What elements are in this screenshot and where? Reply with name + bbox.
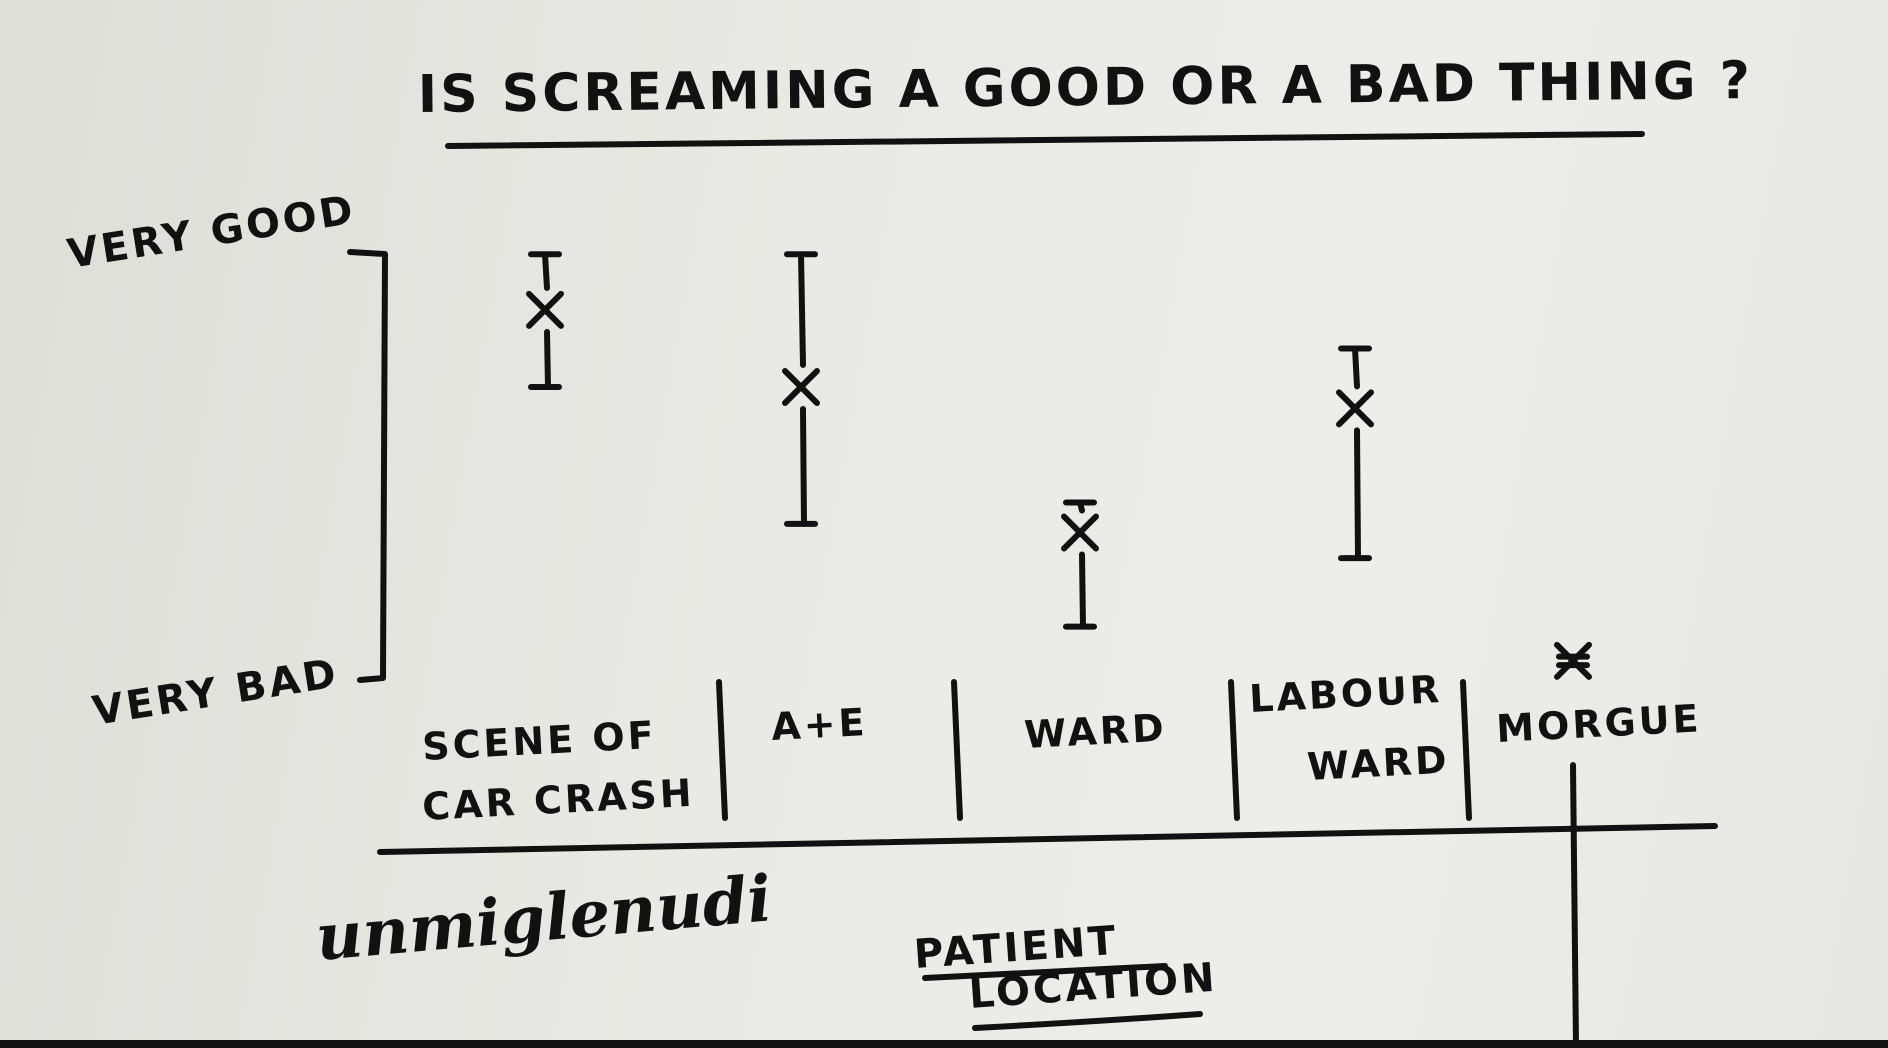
error-bar-0 xyxy=(526,251,564,390)
error-bar-lower-whisker xyxy=(800,405,807,527)
x-axis-label-underline-2 xyxy=(972,1011,1203,1031)
category-separators xyxy=(716,679,1472,821)
error-bar-3 xyxy=(1336,345,1374,562)
chart-title: IS SCREAMING A GOOD OR A BAD THING ? xyxy=(418,51,1754,125)
morgue-vertical-line xyxy=(1570,762,1579,1048)
x-axis-label-underline-1 xyxy=(922,963,1168,981)
y-axis-bracket xyxy=(347,249,388,683)
category-label: MORGUE xyxy=(1495,696,1702,751)
category-label: SCENE OF xyxy=(421,713,657,769)
bottom-edge xyxy=(0,1040,1888,1048)
title-underline xyxy=(445,131,1645,149)
mean-x-marker xyxy=(1554,641,1592,680)
error-bar-marks xyxy=(526,251,1592,680)
x-axis-label: PATIENT LOCATION xyxy=(912,918,1219,1031)
mean-x-marker xyxy=(782,367,820,406)
category-label: A+E xyxy=(770,700,868,749)
error-bar-upper-whisker xyxy=(798,251,806,368)
error-bar-2 xyxy=(1061,499,1099,630)
category-label: CAR CRASH xyxy=(421,771,695,829)
category-separator xyxy=(1228,679,1240,821)
error-bar-4 xyxy=(1554,641,1592,680)
category-label: WARD xyxy=(1306,738,1451,789)
error-bar-upper-whisker xyxy=(542,251,550,291)
category-separator xyxy=(716,679,728,821)
signature: unmiglenudi xyxy=(313,861,775,976)
category-separator xyxy=(1460,679,1472,821)
category-label: WARD xyxy=(1023,706,1168,757)
category-label: LABOUR xyxy=(1248,667,1443,721)
mean-x-marker xyxy=(526,290,564,329)
error-bar-upper-whisker xyxy=(1352,345,1360,390)
mean-x-marker xyxy=(1336,389,1374,428)
y-axis-top-label: VERY GOOD xyxy=(64,187,358,278)
error-bar-lower-whisker xyxy=(1079,551,1086,630)
error-bar-upper-whisker xyxy=(1077,499,1085,514)
category-separator xyxy=(951,679,963,821)
error-bar-lower-whisker xyxy=(544,328,551,390)
error-bar-lower-whisker xyxy=(1354,427,1361,562)
y-axis-bottom-label: VERY BAD xyxy=(89,651,342,735)
error-bar-1 xyxy=(782,251,820,527)
mean-x-marker xyxy=(1061,513,1099,552)
x-axis-line xyxy=(377,823,1718,855)
